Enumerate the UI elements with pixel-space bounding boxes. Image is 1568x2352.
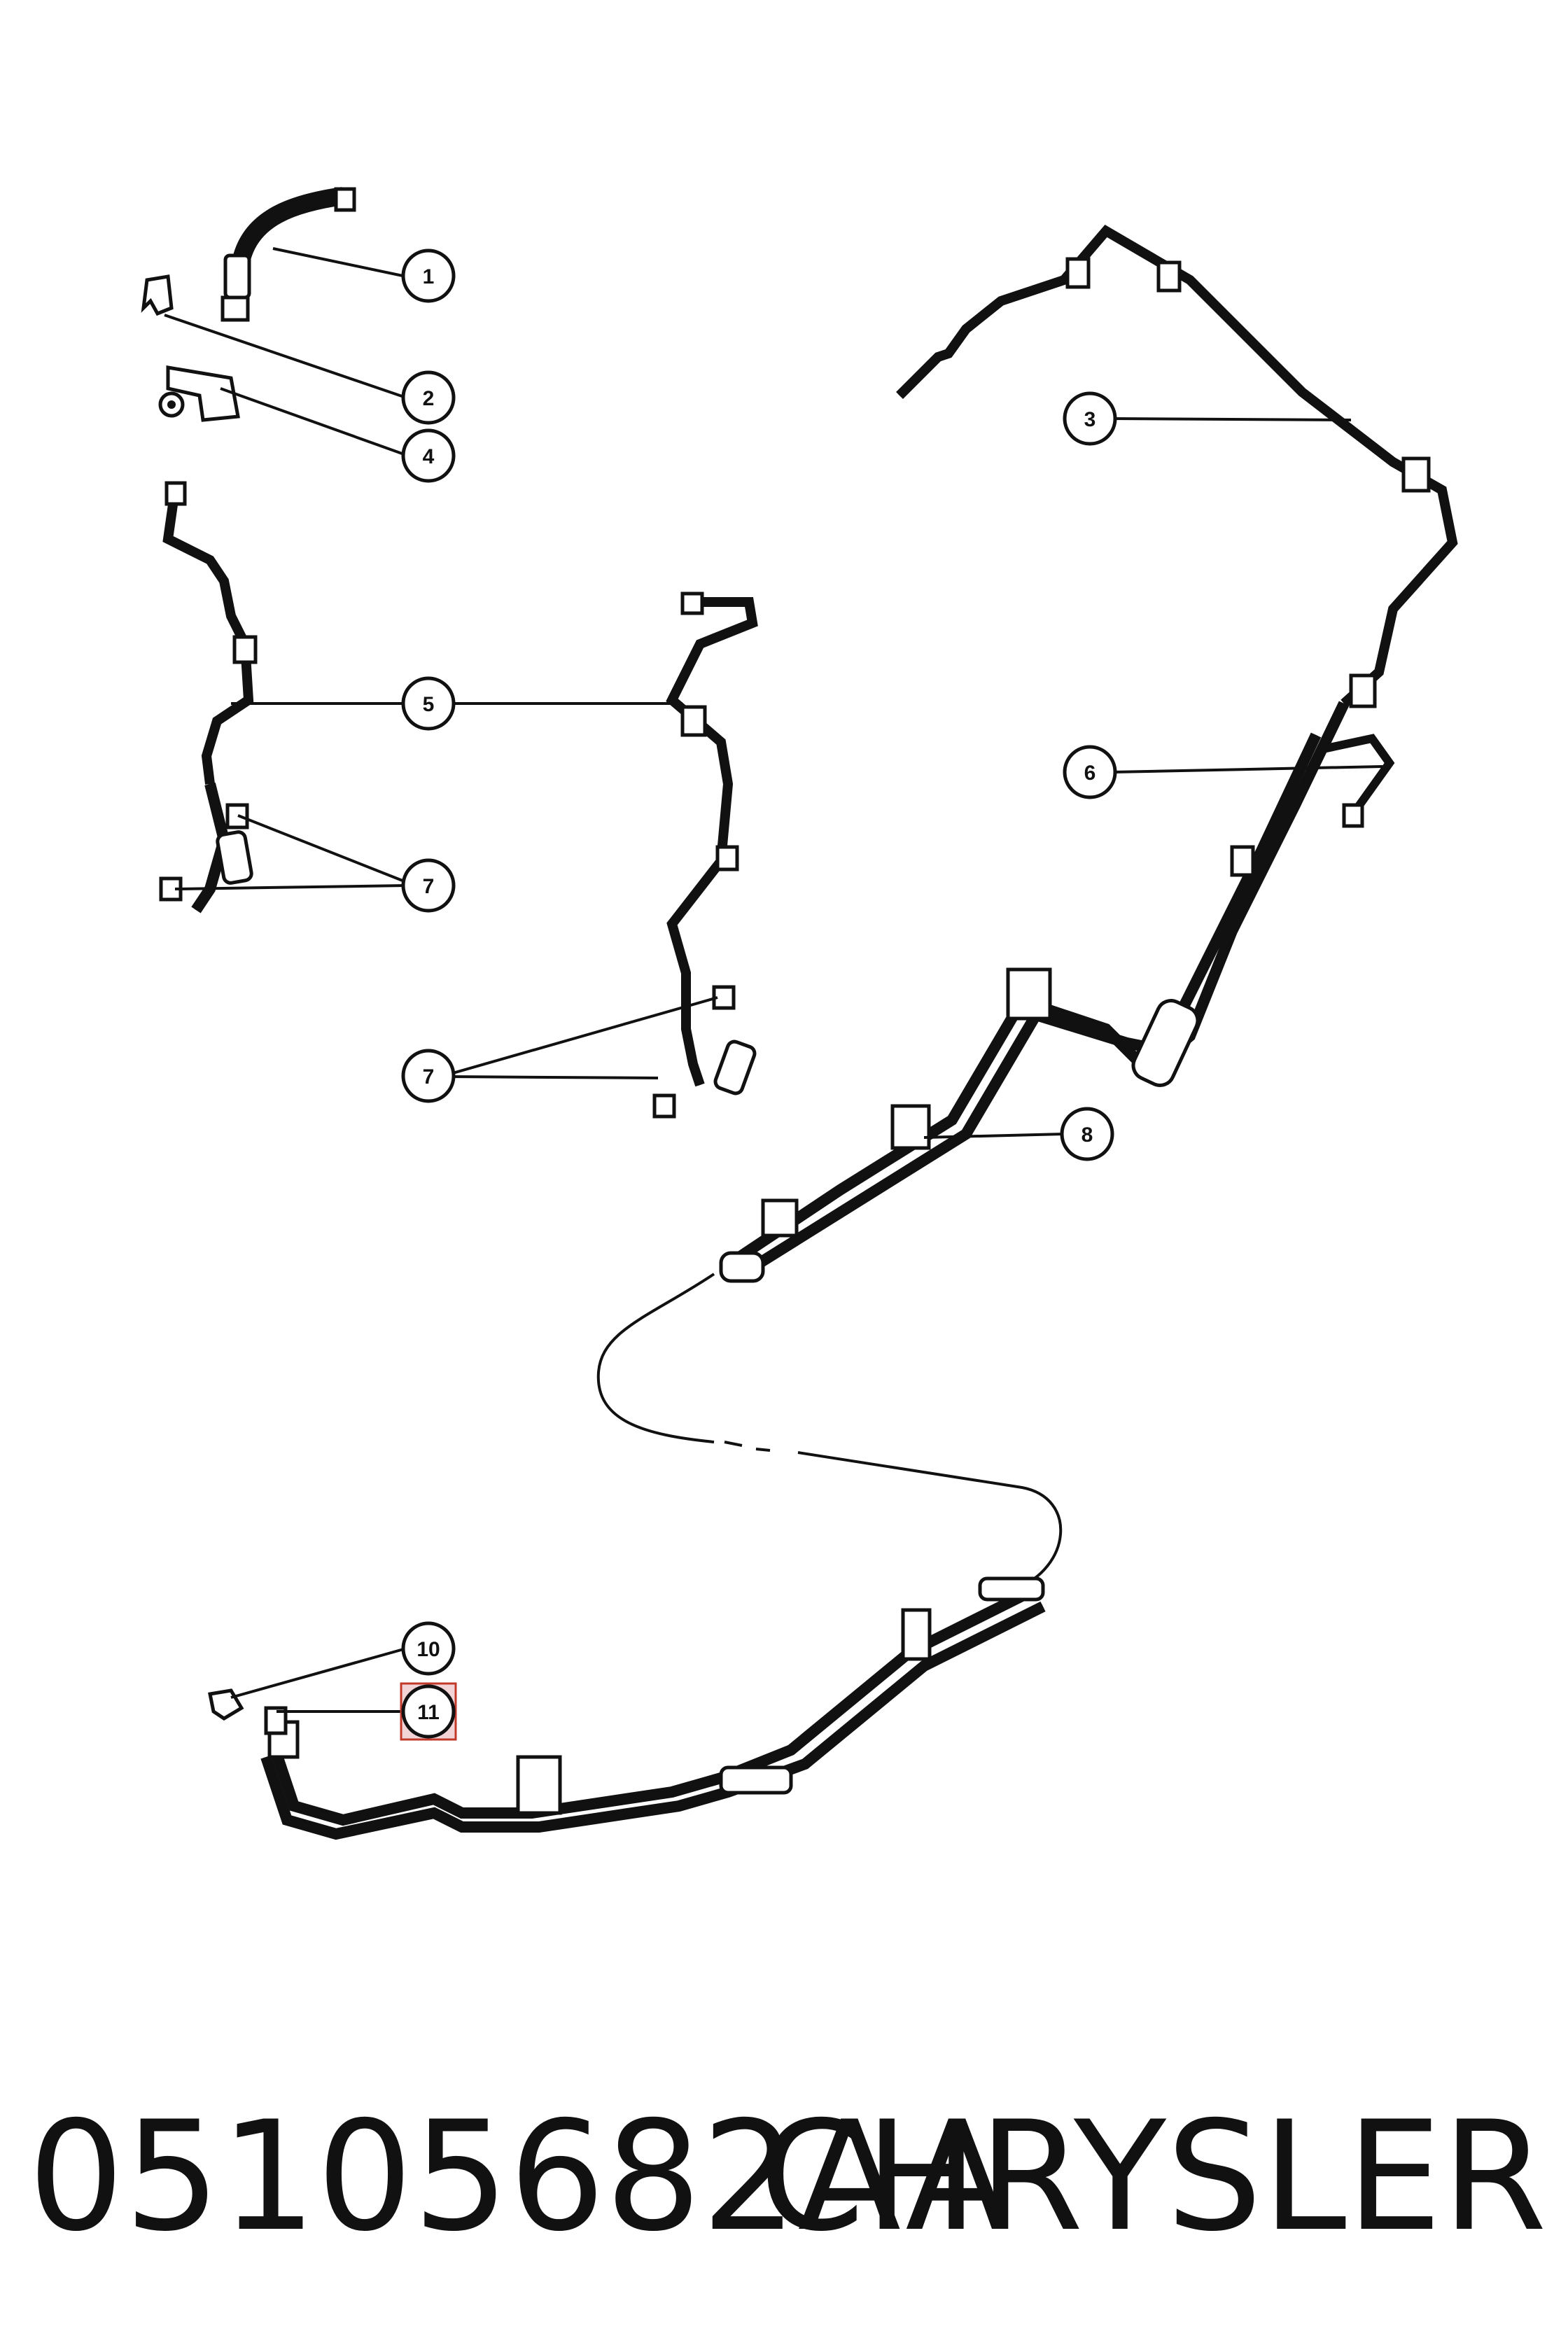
- svg-text:3: 3: [1084, 408, 1096, 431]
- svg-text:7: 7: [423, 875, 435, 898]
- callout-7-upper: 7: [401, 858, 456, 913]
- callout-3: 3: [1063, 391, 1117, 446]
- callout-5: 5: [401, 676, 456, 731]
- callout-6: 6: [1063, 745, 1117, 799]
- part-8-tube-bundle: [719, 701, 1350, 1283]
- svg-text:10: 10: [416, 1638, 440, 1661]
- callout-1: 1: [401, 248, 456, 303]
- part-2-clip: [141, 274, 174, 316]
- svg-text:8: 8: [1082, 1124, 1093, 1147]
- part-1-brake-hose: [220, 187, 356, 322]
- callout-10: 10: [401, 1621, 456, 1676]
- footer: 05105682AA CHRYSLER: [28, 2090, 1547, 2264]
- callout-11-highlighted[interactable]: 11: [400, 1682, 457, 1741]
- svg-text:6: 6: [1084, 762, 1096, 785]
- part-5-tubes: [162, 481, 758, 1096]
- part-3-brake-tube: [896, 225, 1458, 708]
- part-6-tube: [1322, 734, 1395, 828]
- svg-text:2: 2: [423, 387, 435, 410]
- callout-7-lower: 7: [401, 1049, 456, 1103]
- callout-8: 8: [1060, 1107, 1114, 1161]
- part-number: 05105682AA: [28, 2089, 1009, 2264]
- lower-rear-tubes: [260, 1576, 1046, 1840]
- part-10-clip: [208, 1688, 244, 1721]
- svg-text:1: 1: [423, 265, 435, 288]
- svg-text:7: 7: [423, 1065, 435, 1088]
- callout-4: 4: [401, 428, 456, 483]
- leader-lines: [164, 247, 1383, 1713]
- svg-text:4: 4: [423, 445, 435, 468]
- long-loop-tube: [596, 1273, 1063, 1590]
- part-4-bracket: [158, 365, 240, 422]
- svg-text:5: 5: [423, 693, 435, 716]
- brand-name: CHRYSLER: [759, 2089, 1547, 2264]
- callout-2: 2: [401, 370, 456, 425]
- svg-text:11: 11: [417, 1701, 440, 1724]
